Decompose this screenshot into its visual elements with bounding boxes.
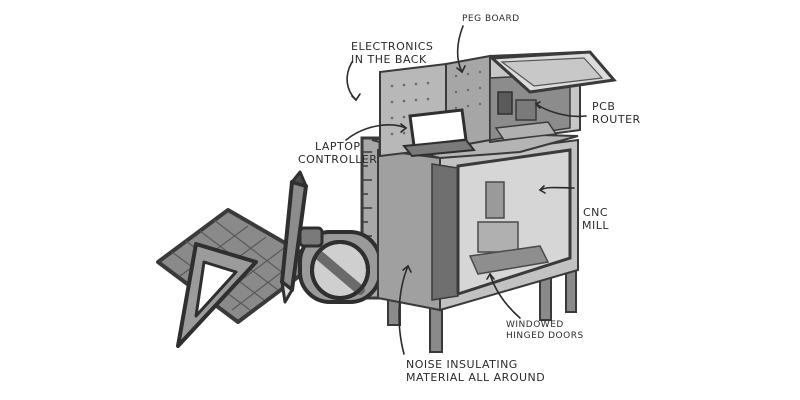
set-square-icon xyxy=(176,242,258,348)
tape-measure-icon xyxy=(298,226,382,304)
label-peg-board: PEG BOARD xyxy=(462,14,520,24)
leader-arrows xyxy=(345,25,587,355)
cabinet-drawing xyxy=(371,50,617,353)
label-laptop-controller: LAPTOP CONTROLLER xyxy=(298,140,378,166)
label-windowed-hinged-doors: WINDOWED HINGED DOORS xyxy=(506,320,584,341)
label-electronics-in-the-back: ELECTRONICS IN THE BACK xyxy=(351,40,434,66)
label-pcb-router: PCB ROUTER xyxy=(592,100,641,126)
pencil-icon xyxy=(280,170,308,304)
label-cnc-mill: CNC MILL xyxy=(582,206,609,232)
label-noise-insulating: NOISE INSULATING MATERIAL ALL AROUND xyxy=(406,358,546,384)
